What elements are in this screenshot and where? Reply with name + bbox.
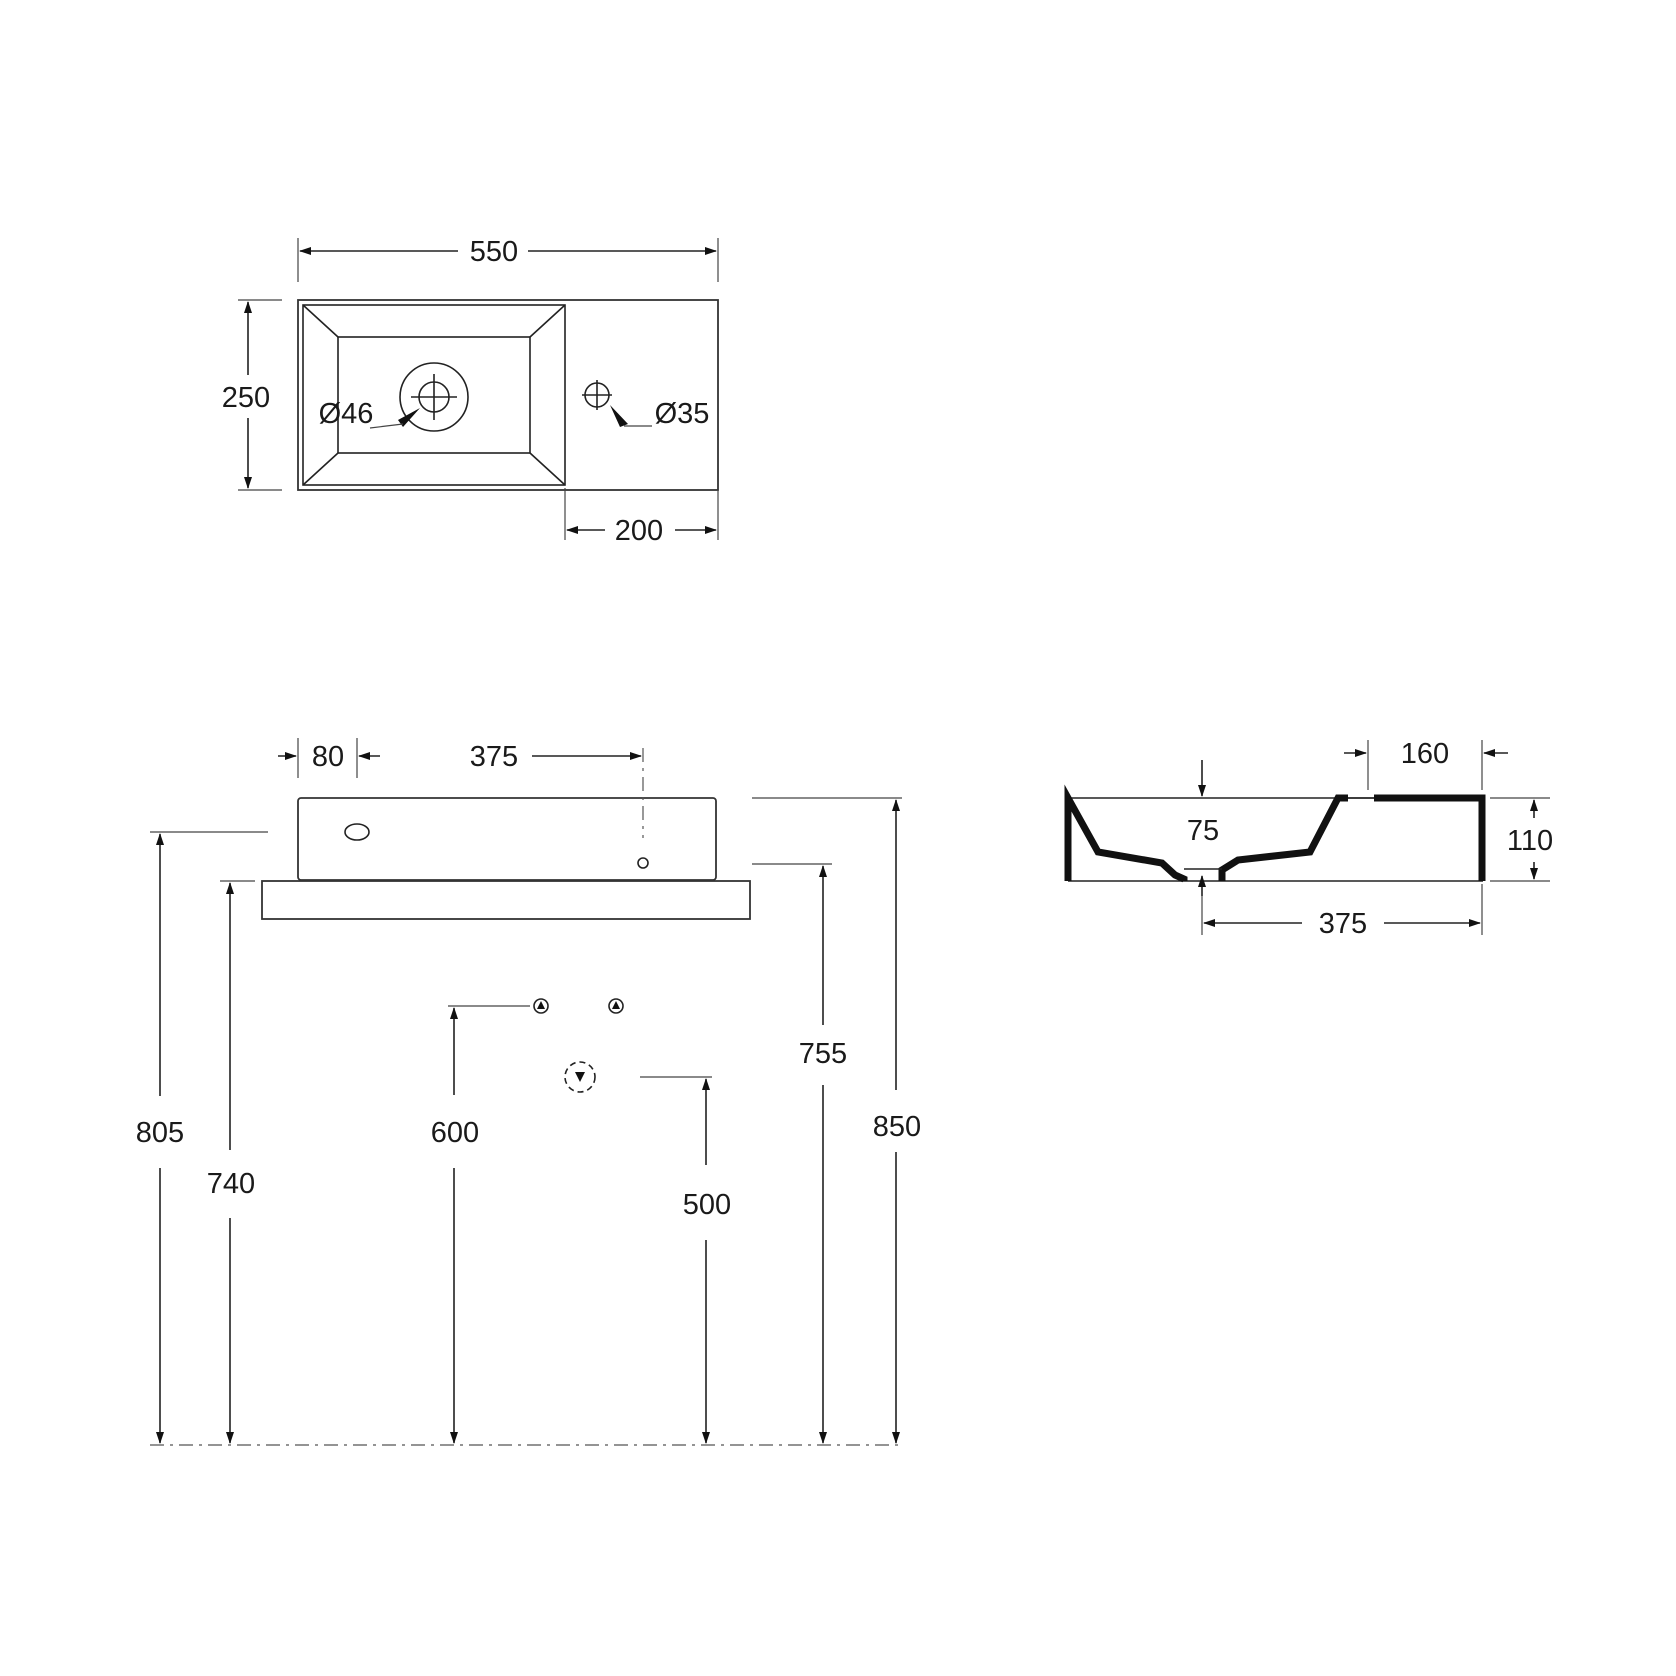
front-drain-hole (637, 857, 649, 869)
dim-height-755: 755 (799, 1038, 847, 1070)
front-overflow (344, 823, 370, 841)
dim-depth-250: 250 (222, 382, 270, 414)
top-view: 550 250 200 Ø46 Ø35 (222, 236, 719, 547)
front-basin (297, 797, 717, 881)
dim-deck-160: 160 (1401, 738, 1449, 770)
bowl-outer (302, 304, 566, 486)
tap-hole-diameter-label: Ø35 (655, 398, 710, 430)
tap-hole-symbol (582, 380, 612, 410)
dim-depth-375: 375 (1319, 908, 1367, 940)
tap-leader-arrow (610, 405, 628, 427)
supply-symbol-right (608, 998, 624, 1014)
dim-tap-to-drain-375: 375 (470, 741, 518, 773)
dim-height-850: 850 (873, 1111, 921, 1143)
dim-deck-200: 200 (615, 515, 663, 547)
side-section-view: 75 160 110 375 (1064, 738, 1553, 940)
waste-symbol (564, 1061, 596, 1093)
dim-tap-offset-80: 80 (312, 741, 344, 773)
front-view: 80 375 805 740 600 (136, 738, 921, 1446)
dim-drain-75: 75 (1187, 815, 1219, 847)
dim-height-110: 110 (1507, 825, 1553, 857)
dim-height-740: 740 (207, 1168, 255, 1200)
dim-height-600: 600 (431, 1117, 479, 1149)
drain-symbol (399, 362, 469, 432)
section-profile-right (1218, 794, 1348, 881)
section-profile-left (1064, 784, 1188, 883)
front-countertop (261, 880, 751, 920)
dim-height-500: 500 (683, 1189, 731, 1221)
dim-width-550: 550 (470, 236, 518, 268)
supply-symbol-left (533, 998, 549, 1014)
drain-diameter-label: Ø46 (319, 398, 374, 430)
bowl-inner (337, 336, 531, 454)
drain-leader-arrow (398, 408, 420, 427)
dim-height-805: 805 (136, 1117, 184, 1149)
section-profile-deck (1374, 794, 1486, 881)
basin-outline (297, 299, 719, 491)
